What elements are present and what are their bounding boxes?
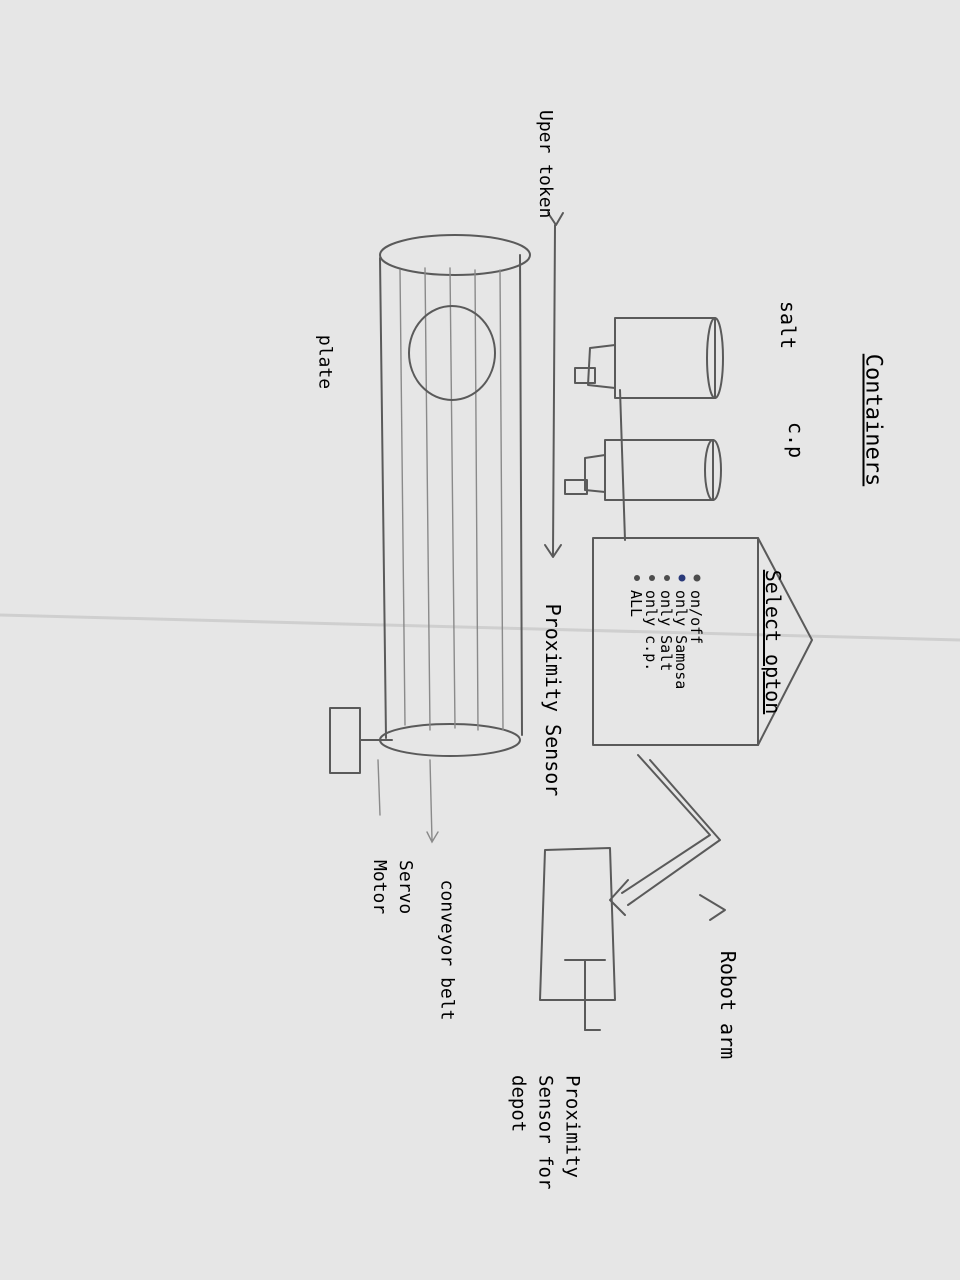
motor-arrow (378, 760, 380, 815)
containers-label: Containers (861, 354, 886, 486)
uper-token-label: Uper token (532, 110, 558, 220)
option-dot-4 (634, 575, 640, 581)
container-stand (620, 390, 625, 540)
plate (409, 306, 495, 400)
option-dot-2 (664, 575, 670, 581)
plate-label: plate (315, 335, 336, 389)
belt-arrow (427, 760, 438, 842)
robot-arm (628, 760, 720, 905)
servo-motor-box (330, 708, 360, 773)
robot-arm-inner (622, 755, 710, 893)
option-dot-3 (649, 575, 655, 581)
option-4: ALL (627, 590, 645, 617)
robot-arm-label: Robot arm (716, 951, 740, 1059)
select-option-title: Select opton (761, 570, 785, 715)
servo-motor-label: Servo Motor (366, 860, 418, 950)
option-dot-1-selected (679, 575, 686, 582)
depot-box (540, 848, 615, 1000)
cp-container (565, 440, 721, 500)
proximity-sensor-label: Proximity Sensor (541, 604, 565, 797)
paper-fold (0, 615, 960, 640)
proximity-sensor-bar (553, 225, 555, 555)
depot-sensor-t (565, 960, 605, 1030)
conveyor-belt-label: conveyor belt (437, 880, 458, 1021)
salt-container (575, 318, 723, 398)
salt-label: salt (776, 301, 800, 349)
option-dot-0 (694, 575, 701, 582)
robot-arm-arrow (700, 895, 725, 920)
cp-label: c.p (784, 422, 808, 458)
proximity-sensor-depot-label: Proximity Sensor for depot (505, 1075, 586, 1235)
conveyor-belt (380, 235, 530, 756)
